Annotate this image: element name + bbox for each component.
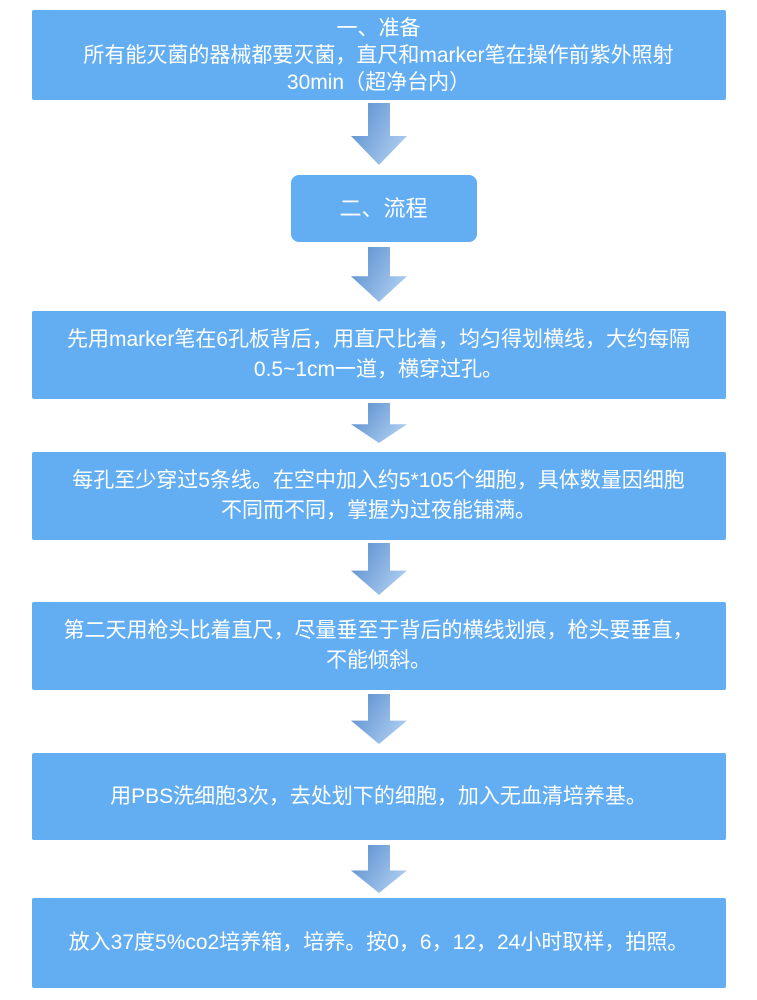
flow-step-wash-cells: 用PBS洗细胞3次，去处划下的细胞，加入无血清培养基。 bbox=[31, 753, 726, 840]
step-text-line: 第二天用枪头比着直尺，尽量垂至于背后的横线划痕，枪头要垂直， bbox=[63, 619, 694, 642]
down-arrow-icon bbox=[350, 543, 407, 595]
step-text-line: 不同而不同，掌握为过夜能铺满。 bbox=[221, 499, 536, 522]
down-arrow-icon bbox=[350, 403, 407, 443]
flow-step-draw-lines: 先用marker笔在6孔板背后，用直尺比着，均匀得划横线，大约每隔 0.5~1c… bbox=[31, 311, 726, 399]
step-text-line: 30min（超净台内） bbox=[286, 70, 471, 94]
down-arrow-icon bbox=[350, 694, 407, 744]
step-text-line: 所有能灭菌的器械都要灭菌，直尺和marker笔在操作前紫外照射 bbox=[83, 43, 674, 67]
step-text-line: 先用marker笔在6孔板背后，用直尺比着，均匀得划横线，大约每隔 bbox=[66, 328, 690, 351]
step-text-line: 不能倾斜。 bbox=[326, 649, 431, 672]
step-title: 二、流程 bbox=[339, 195, 428, 221]
flow-step-preparation: 一、准备 所有能灭菌的器械都要灭菌，直尺和marker笔在操作前紫外照射 30m… bbox=[31, 10, 726, 100]
step-text-line: 每孔至少穿过5条线。在空中加入约5*105个细胞，具体数量因细胞 bbox=[72, 469, 685, 492]
down-arrow-icon bbox=[350, 103, 407, 165]
down-arrow-icon bbox=[350, 247, 407, 302]
flow-step-seed-cells: 每孔至少穿过5条线。在空中加入约5*105个细胞，具体数量因细胞 不同而不同，掌… bbox=[31, 452, 726, 540]
flow-step-incubate-sample: 放入37度5%co2培养箱，培养。按0，6，12，24小时取样，拍照。 bbox=[31, 898, 726, 988]
step-text-line: 放入37度5%co2培养箱，培养。按0，6，12，24小时取样，拍照。 bbox=[68, 931, 689, 954]
step-text-line: 用PBS洗细胞3次，去处划下的细胞，加入无血清培养基。 bbox=[110, 784, 647, 808]
flow-step-process-header: 二、流程 bbox=[290, 175, 477, 242]
flow-step-scratch: 第二天用枪头比着直尺，尽量垂至于背后的横线划痕，枪头要垂直， 不能倾斜。 bbox=[31, 602, 726, 690]
step-text-line: 0.5~1cm一道，横穿过孔。 bbox=[253, 358, 504, 381]
down-arrow-icon bbox=[350, 845, 407, 893]
step-title: 一、准备 bbox=[336, 16, 421, 40]
